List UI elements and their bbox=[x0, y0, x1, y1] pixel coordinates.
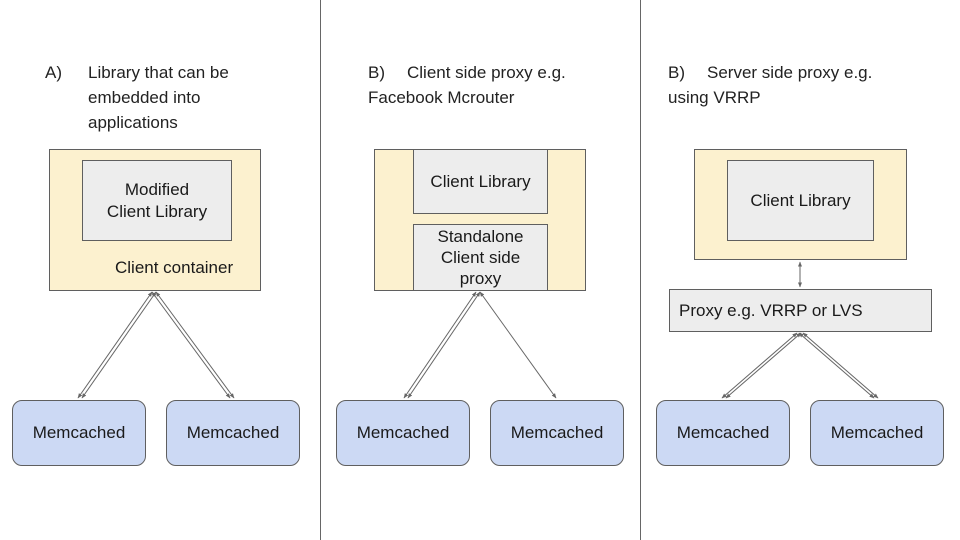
memcached-node-c1: Memcached bbox=[656, 400, 790, 466]
arrow-a-right-2 bbox=[155, 291, 235, 399]
panel-b-letter: B) bbox=[368, 63, 385, 82]
arrow-b-right bbox=[479, 291, 557, 399]
modified-client-library-line-2: Client Library bbox=[106, 201, 208, 221]
panel-a-heading: A) Library that can be embedded into app… bbox=[45, 60, 305, 140]
arrow-a-left-1 bbox=[77, 291, 153, 399]
arrow-a-left-2 bbox=[81, 291, 157, 399]
standalone-proxy-line-2: Client side bbox=[440, 248, 521, 267]
client-container-label: Client container bbox=[115, 258, 234, 277]
panel-c-heading-line-2: using VRRP bbox=[668, 88, 761, 107]
memcached-node-a2: Memcached bbox=[166, 400, 300, 466]
panel-b-heading-line-2: Facebook Mcrouter bbox=[368, 88, 515, 107]
arrow-b-left-1 bbox=[403, 291, 477, 399]
standalone-proxy-line-1: Standalone bbox=[437, 227, 524, 246]
standalone-proxy-line-3: proxy bbox=[459, 269, 502, 288]
memcached-node-a1: Memcached bbox=[12, 400, 146, 466]
modified-client-library-line-1: Modified bbox=[124, 179, 190, 199]
panel-c-letter: B) bbox=[668, 63, 685, 82]
panel-a-letter: A) bbox=[45, 63, 62, 82]
arrow-c-left-1 bbox=[721, 332, 798, 399]
panel-a-heading-line-1: Library that can be bbox=[88, 63, 229, 82]
standalone-proxy-box: Standalone Client side proxy bbox=[413, 224, 548, 291]
panel-c-heading: B) Server side proxy e.g. using VRRP bbox=[668, 60, 948, 115]
arrow-c-right-1 bbox=[798, 332, 875, 399]
modified-client-library-box: Modified Client Library bbox=[82, 160, 232, 241]
panel-b-heading-line-1: Client side proxy e.g. bbox=[407, 63, 566, 82]
memcached-node-c2: Memcached bbox=[810, 400, 944, 466]
panel-divider-1 bbox=[320, 0, 321, 540]
arrow-b-left-2 bbox=[407, 291, 481, 399]
proxy-vrrp-lvs-box: Proxy e.g. VRRP or LVS bbox=[669, 289, 932, 332]
arrow-a-right-1 bbox=[151, 291, 231, 399]
panel-b-heading: B) Client side proxy e.g. Facebook Mcrou… bbox=[368, 60, 628, 115]
memcached-node-b2: Memcached bbox=[490, 400, 624, 466]
client-library-box-b: Client Library bbox=[413, 149, 548, 214]
client-library-box-c: Client Library bbox=[727, 160, 874, 241]
panel-a-heading-line-2: embedded into bbox=[88, 88, 201, 107]
arrow-c-right-2 bbox=[802, 332, 879, 399]
arrow-c-left-2 bbox=[725, 332, 802, 399]
panel-a-heading-line-3: applications bbox=[88, 113, 178, 132]
memcached-node-b1: Memcached bbox=[336, 400, 470, 466]
panel-divider-2 bbox=[640, 0, 641, 540]
panel-c-heading-line-1: Server side proxy e.g. bbox=[707, 63, 873, 82]
